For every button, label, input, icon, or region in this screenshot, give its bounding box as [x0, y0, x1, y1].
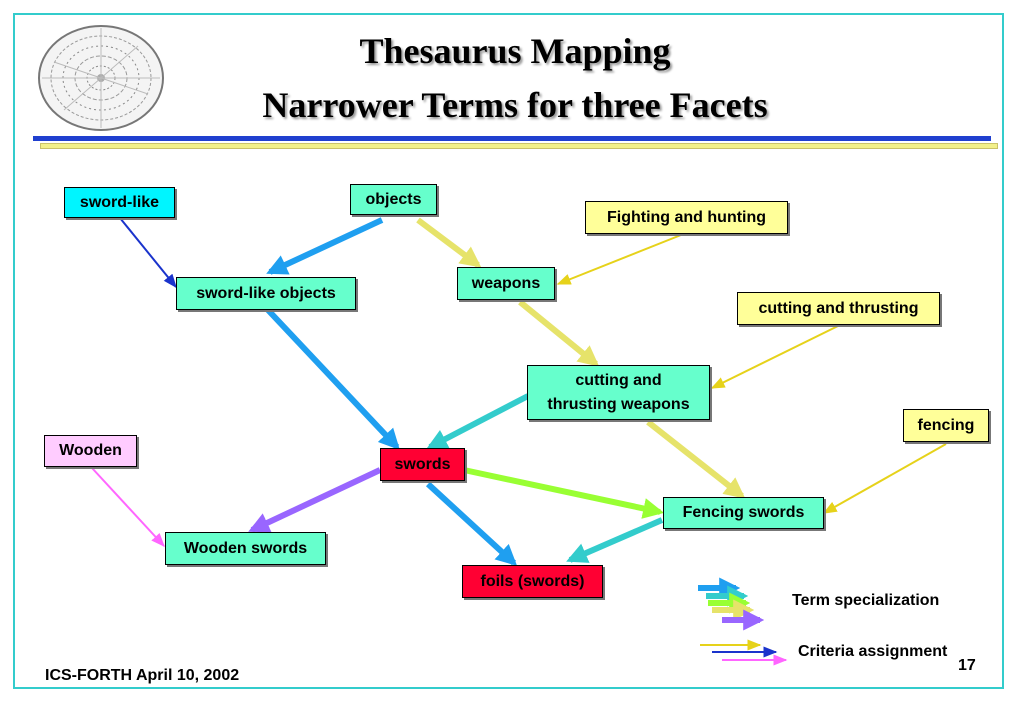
arrow-cutting-thrusting-weapons-to-swords: [426, 393, 530, 450]
node-sword-like-objects: sword-like objects: [176, 277, 356, 310]
phaistos-disc-logo: [38, 25, 164, 131]
slide-border: [13, 13, 1004, 689]
arrow-swords-to-wooden-swords: [248, 467, 382, 533]
footer-org-date: ICS-FORTH April 10, 2002: [45, 667, 240, 684]
node-wooden-swords-label: Wooden swords: [183, 539, 308, 557]
node-fencing: fencing: [903, 409, 989, 442]
arrow-cutting-thrusting-criteria: [710, 324, 841, 389]
arrow-sword-like-criteria: [119, 217, 177, 289]
arrow-objects-to-sword-like-objects: [266, 217, 384, 275]
arrow-fencing-swords-to-foils: [566, 517, 664, 563]
arrow-swords-to-foils: [425, 481, 518, 566]
node-wooden: Wooden: [44, 435, 137, 467]
arrow-cutting-thrusting-weapons-to-fencing-swords: [646, 419, 746, 499]
node-sword-like: sword-like: [64, 187, 175, 218]
node-cutting-and-thrusting: cutting and thrusting: [737, 292, 940, 325]
node-swords-label: swords: [394, 455, 451, 473]
title-rule-yellow: [40, 143, 998, 149]
arrow-objects-to-weapons: [416, 217, 482, 268]
arrow-wooden-criteria: [91, 467, 165, 548]
arrow-fencing-criteria: [822, 443, 947, 514]
node-objects: objects: [350, 184, 437, 215]
title-rule-blue: [33, 136, 991, 141]
arrow-sword-like-objects-to-swords: [265, 307, 400, 451]
node-fencing-swords: Fencing swords: [663, 497, 824, 529]
node-weapons: weapons: [457, 267, 555, 300]
node-cutting-and-thrusting-weapons: cutting and thrusting weapons: [527, 365, 710, 420]
arrow-fighting-hunting-criteria: [556, 232, 687, 285]
node-cutting-and-thrusting-label: cutting and thrusting: [758, 299, 919, 317]
title-line-2: Narrower Terms for three Facets: [262, 85, 768, 125]
node-wooden-swords: Wooden swords: [165, 532, 326, 565]
title-line-1: Thesaurus Mapping: [359, 31, 671, 71]
node-fencing-swords-label: Fencing swords: [682, 504, 805, 521]
page-number: 17: [958, 657, 976, 674]
arrow-weapons-to-cutting-thrusting-weapons: [518, 299, 600, 367]
node-fighting-and-hunting-label: Fighting and hunting: [606, 208, 767, 226]
node-wooden-label: Wooden: [59, 442, 122, 459]
node-cutting-and-thrusting-weapons-line2: thrusting weapons: [547, 395, 690, 413]
node-fencing-label: fencing: [917, 416, 975, 434]
legend-criteria-assignment: Criteria assignment: [798, 643, 948, 660]
arrow-swords-to-fencing-swords: [463, 467, 665, 519]
node-fighting-and-hunting: Fighting and hunting: [585, 201, 788, 234]
legend-term-specialization: Term specialization: [792, 592, 940, 609]
node-weapons-label: weapons: [471, 274, 541, 292]
node-foils-swords-label: foils (swords): [480, 572, 585, 590]
node-foils-swords: foils (swords): [462, 565, 603, 598]
node-sword-like-label: sword-like: [79, 193, 160, 211]
node-swords: swords: [380, 448, 465, 481]
node-sword-like-objects-label: sword-like objects: [196, 284, 336, 302]
node-objects-label: objects: [365, 190, 422, 208]
node-cutting-and-thrusting-weapons-line1: cutting and: [575, 371, 662, 389]
